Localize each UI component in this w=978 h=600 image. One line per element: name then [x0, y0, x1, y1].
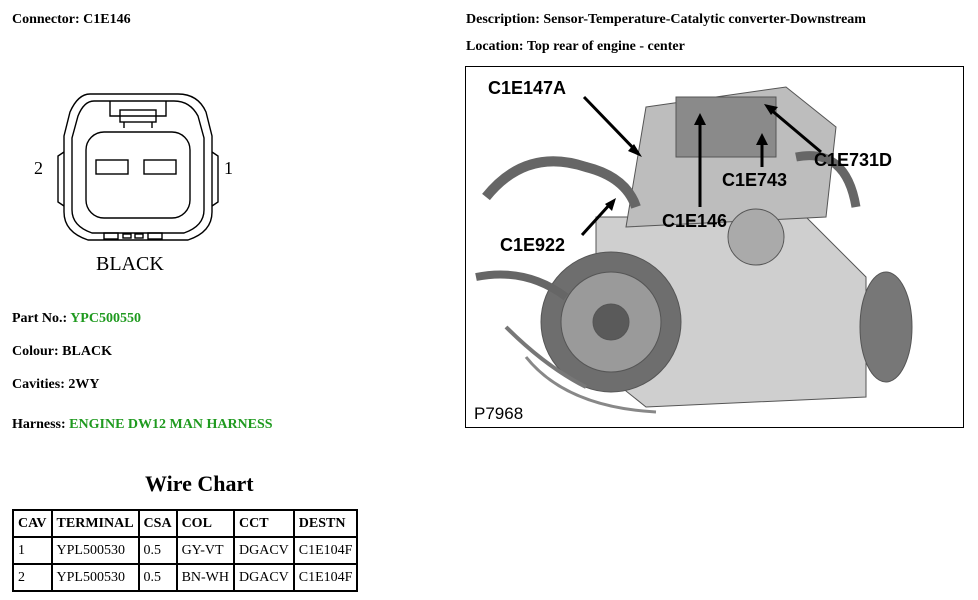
pin-1-label: 1 — [224, 158, 233, 178]
callout-c1e146: C1E146 — [662, 211, 727, 231]
table-row: 2 YPL500530 0.5 BN-WH DGACV C1E104F — [12, 563, 359, 592]
callout-c1e731d: C1E731D — [814, 150, 892, 170]
cavities-value: 2WY — [68, 377, 100, 392]
colour-line: Colour: BLACK — [12, 344, 112, 360]
harness-line: Harness: ENGINE DW12 MAN HARNESS — [12, 417, 273, 433]
connector-color-label: BLACK — [96, 253, 164, 275]
part-number-label: Part No.: — [12, 311, 68, 326]
connector-line: Connector: C1E146 — [12, 12, 131, 28]
header-cct: CCT — [233, 509, 295, 538]
cell-terminal: YPL500530 — [50, 536, 140, 565]
engine-illustration: C1E147A C1E731D C1E743 C1E146 C1E922 P79… — [474, 78, 913, 423]
cell-cct: DGACV — [233, 536, 295, 565]
location-label: Location: — [466, 39, 524, 54]
header-terminal: TERMINAL — [50, 509, 140, 538]
cavities-line: Cavities: 2WY — [12, 377, 100, 393]
callout-c1e922: C1E922 — [500, 235, 565, 255]
cell-col: BN-WH — [175, 563, 236, 592]
part-number-line: Part No.: YPC500550 — [12, 311, 141, 327]
connector-label: Connector: — [12, 12, 80, 27]
cell-terminal: YPL500530 — [50, 563, 140, 592]
location-value: Top rear of engine - center — [526, 39, 685, 54]
header-col: COL — [175, 509, 236, 538]
description-value: Sensor-Temperature-Catalytic converter-D… — [543, 12, 866, 27]
colour-value: BLACK — [62, 344, 112, 359]
part-number-value: YPC500550 — [70, 311, 141, 326]
engine-photo: C1E147A C1E731D C1E743 C1E146 C1E922 P79… — [465, 66, 964, 428]
callout-c1e743: C1E743 — [722, 170, 787, 190]
header-cav: CAV — [12, 509, 53, 538]
cell-cct: DGACV — [233, 563, 295, 592]
pin-2-label: 2 — [34, 158, 43, 178]
harness-value: ENGINE DW12 MAN HARNESS — [69, 417, 273, 432]
description-label: Description: — [466, 12, 540, 27]
callout-c1e147a: C1E147A — [488, 78, 566, 98]
cell-destn: C1E104F — [292, 563, 359, 592]
cell-destn: C1E104F — [292, 536, 359, 565]
connector-value: C1E146 — [83, 12, 131, 27]
description-line: Description: Sensor-Temperature-Catalyti… — [466, 12, 866, 28]
cell-csa: 0.5 — [137, 536, 178, 565]
header-csa: CSA — [137, 509, 178, 538]
cell-csa: 0.5 — [137, 563, 178, 592]
table-row: 1 YPL500530 0.5 GY-VT DGACV C1E104F — [12, 536, 359, 565]
harness-label: Harness: — [12, 417, 66, 432]
cell-cav: 2 — [12, 563, 53, 592]
cavities-label: Cavities: — [12, 377, 65, 392]
connector-face-diagram: 2 1 BLACK — [34, 93, 233, 275]
table-header-row: CAV TERMINAL CSA COL CCT DESTN — [12, 509, 359, 538]
photo-code: P7968 — [474, 404, 523, 423]
cell-col: GY-VT — [175, 536, 236, 565]
cell-cav: 1 — [12, 536, 53, 565]
header-destn: DESTN — [292, 509, 359, 538]
colour-label: Colour: — [12, 344, 59, 359]
wire-chart-title: Wire Chart — [145, 471, 254, 496]
wire-chart-table: CAV TERMINAL CSA COL CCT DESTN 1 YPL5005… — [12, 509, 359, 592]
location-line: Location: Top rear of engine - center — [466, 39, 685, 55]
